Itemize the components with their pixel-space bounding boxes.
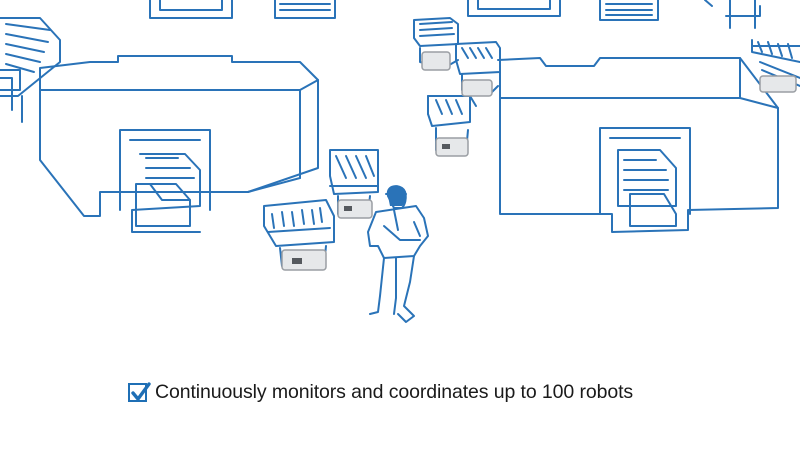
person-operator (367, 185, 429, 323)
robot-bases (281, 51, 797, 271)
station-top-left (149, 0, 336, 19)
checkbox-checked-icon (128, 382, 151, 402)
station-top-right (467, 0, 761, 29)
caption: Continuously monitors and coordinates up… (128, 381, 633, 404)
station-left (39, 55, 319, 233)
caption-text: Continuously monitors and coordinates up… (155, 381, 634, 403)
conveyor-left-edge (0, 17, 61, 123)
station-right (497, 57, 779, 233)
person-head (387, 186, 406, 206)
